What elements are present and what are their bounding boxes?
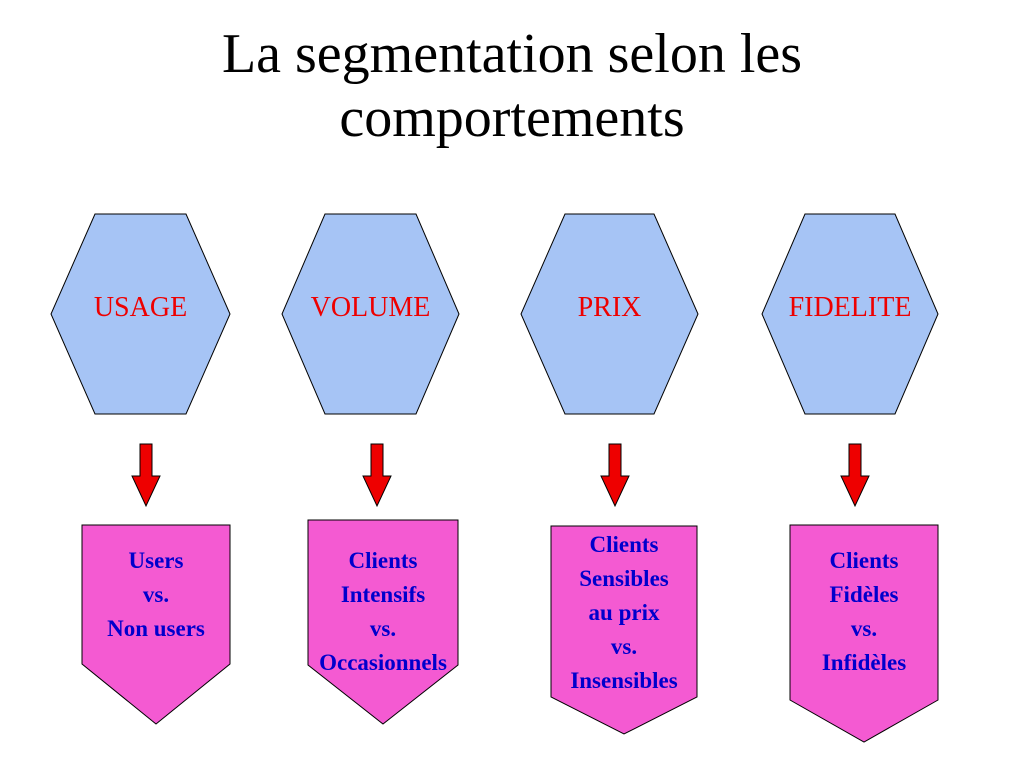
segment-prix-line-5: Insensibles [570, 668, 678, 693]
slide-title: La segmentation selon les comportements [0, 22, 1024, 150]
title-line-1: La segmentation selon les [221, 23, 803, 85]
segment-usage-line-3: Non users [107, 616, 205, 641]
criterion-prix: PRIX [577, 292, 642, 323]
segment-usage: Users vs. Non users [82, 544, 230, 646]
segment-fidelite-line-3: vs. [850, 616, 878, 641]
segment-fidelite-line-4: Infidèles [821, 650, 907, 675]
pentagon-prix [550, 525, 698, 735]
segment-usage-line-1: Users [128, 548, 184, 573]
hexagon-prix [520, 213, 699, 415]
pentagon-fidelite [789, 524, 939, 743]
segment-fidelite: Clients Fidèles vs. Infidèles [790, 544, 938, 680]
segment-prix: Clients Sensibles au prix vs. Insensible… [551, 528, 697, 698]
arrow-prix [600, 443, 630, 508]
title-line-2: comportements [339, 87, 685, 149]
segment-usage-line-2: vs. [142, 582, 170, 607]
pentagon-usage [81, 524, 231, 725]
hexagon-fidelite [761, 213, 939, 415]
segment-volume-line-4: Occasionnels [319, 650, 447, 675]
hexagon-volume [281, 213, 460, 415]
segment-fidelite-line-1: Clients [829, 548, 899, 573]
segment-fidelite-line-2: Fidèles [829, 582, 899, 607]
arrow-usage [131, 443, 161, 508]
segment-prix-line-1: Clients [589, 532, 659, 557]
arrow-volume [362, 443, 392, 508]
criterion-usage: USAGE [93, 292, 188, 323]
segment-prix-line-4: vs. [610, 634, 638, 659]
criterion-volume: VOLUME [310, 292, 431, 323]
segment-prix-line-2: Sensibles [579, 566, 669, 591]
segment-volume-line-3: vs. [369, 616, 397, 641]
segment-volume-line-2: Intensifs [340, 582, 426, 607]
arrow-fidelite [840, 443, 870, 508]
hexagon-usage [50, 213, 231, 415]
segment-volume-line-1: Clients [348, 548, 418, 573]
segment-prix-line-3: au prix [588, 600, 660, 625]
criterion-fidelite: FIDELITE [788, 292, 912, 323]
pentagon-volume [307, 519, 459, 725]
segment-volume: Clients Intensifs vs. Occasionnels [303, 544, 463, 680]
